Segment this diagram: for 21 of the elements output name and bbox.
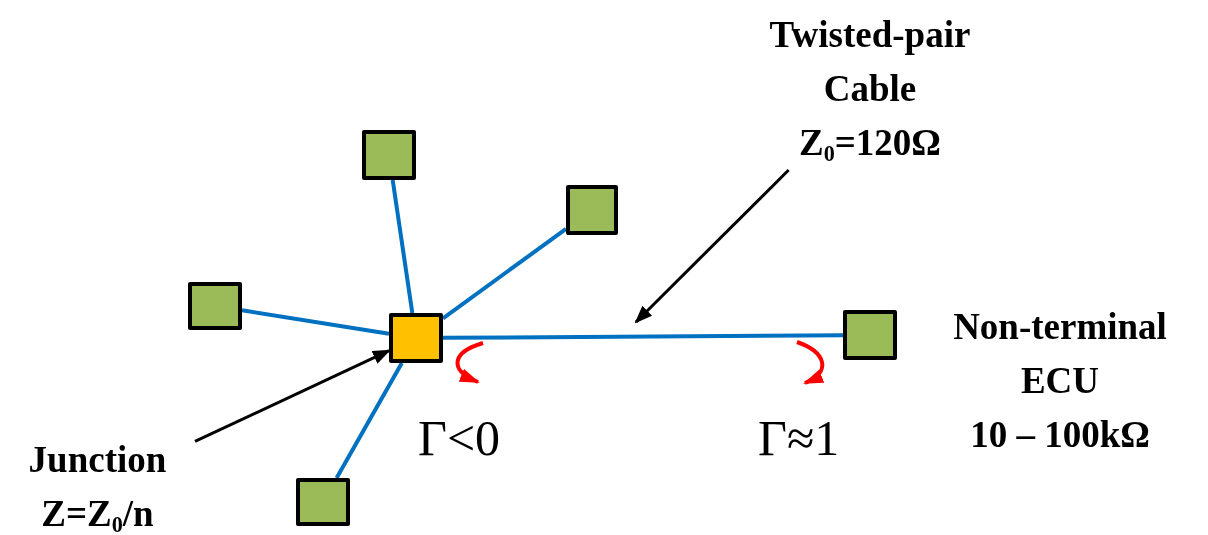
reflection-coefficient-label: Γ≈1 (758, 410, 840, 466)
node-label: Z=Z$_{0}$/n (40, 492, 155, 535)
cable-line (241, 308, 390, 336)
node-label: Junction (27, 438, 168, 482)
node-label: Twisted-pair Cable (768, 13, 972, 111)
square-node (296, 478, 350, 526)
cable-line (443, 333, 843, 340)
square-node (188, 282, 242, 330)
cable-line (441, 227, 568, 320)
ecu-label: 10 – 100kΩ (969, 413, 1151, 457)
square-node (389, 313, 443, 363)
ecu-label: Non-terminal ECU (952, 305, 1168, 403)
square-node (362, 130, 416, 180)
reflection-coefficient-label: Γ<0 (418, 410, 501, 466)
square-node (843, 310, 897, 360)
square-node (566, 185, 618, 235)
cable-line (390, 179, 415, 314)
cable-line (334, 362, 404, 479)
node-label: Z$_{0}$=120Ω (798, 121, 942, 168)
leader-arrow (194, 349, 391, 443)
leader-arrow (634, 168, 790, 324)
